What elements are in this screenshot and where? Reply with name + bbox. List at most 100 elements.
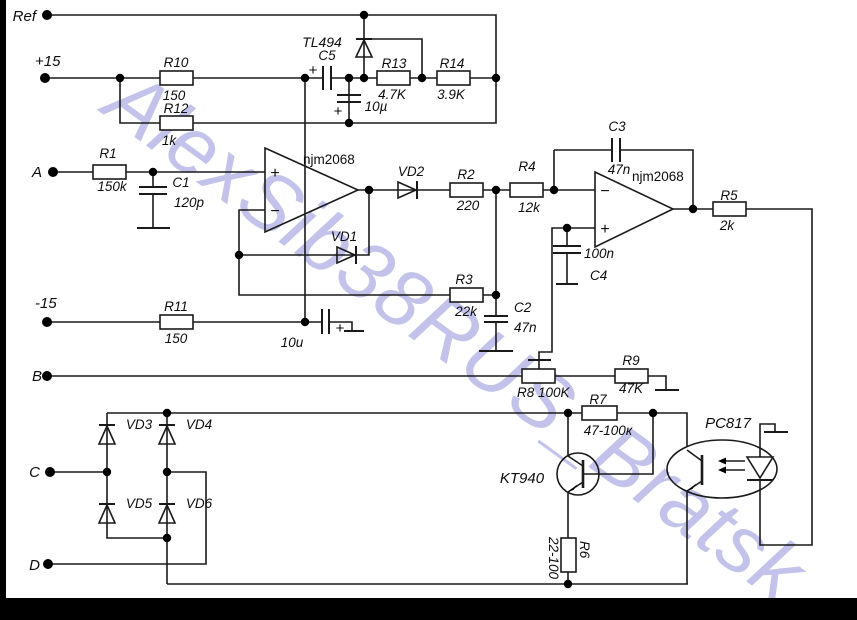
label-r1-ref: R1: [99, 146, 116, 161]
led-triangle: [745, 456, 775, 480]
junction: [162, 408, 172, 418]
label-term-plus15: +15: [35, 53, 61, 70]
label-ic-njm2068-1: njm2068: [303, 152, 355, 167]
transistor-emitter-arrow: [568, 484, 577, 492]
capacitor-C2: [484, 315, 508, 323]
label-r2-ref: R2: [457, 167, 475, 182]
resistor-R10: [159, 70, 194, 86]
label-ic-tl494: TL494: [302, 34, 342, 50]
label-r2-val: 220: [456, 198, 480, 213]
label-opamp2-plus: +: [600, 221, 609, 238]
phototransistor-emitter-arrow: [687, 483, 696, 491]
label-opamp2-minus: −: [600, 183, 609, 200]
junction: [648, 408, 658, 418]
label-c10u-bot-plus: +: [336, 320, 345, 337]
label-c10u-top-plus: +: [334, 103, 343, 120]
resistor-R14: [436, 70, 471, 86]
resistor-R2: [449, 182, 484, 198]
label-term-c: C: [29, 464, 40, 481]
terminal-b: [42, 371, 52, 381]
resistor-R6: [560, 537, 577, 573]
diode-VD4: [157, 424, 177, 445]
label-c3-val: 47n: [608, 162, 631, 177]
label-r8-ref-val: R8 100K: [517, 385, 571, 400]
label-term-b: B: [32, 368, 42, 385]
label-vd5-ref: VD5: [126, 496, 153, 511]
junction: [344, 73, 354, 83]
diode-tl494: [354, 38, 374, 58]
label-vd6-ref: VD6: [186, 496, 213, 511]
label-r12-val: 1k: [162, 133, 178, 148]
resistor-R11: [159, 314, 194, 330]
junction: [417, 73, 427, 83]
label-opamp1-minus: −: [270, 203, 279, 220]
resistor-R9: [614, 368, 649, 384]
junction: [563, 579, 573, 589]
junction: [162, 533, 172, 543]
label-r10-val: 150: [163, 88, 186, 103]
label-r6-val: 22-100: [546, 536, 561, 580]
label-term-minus15: -15: [35, 295, 57, 312]
wires: [45, 14, 813, 585]
resistor-R13: [376, 70, 411, 86]
terminal-d: [43, 559, 53, 569]
diodes: [97, 38, 423, 524]
transistor-KT940: [556, 452, 600, 496]
label-term-a: A: [31, 164, 42, 181]
capacitor-C1: [139, 186, 167, 195]
resistor-R1: [92, 164, 127, 180]
junction: [491, 290, 501, 300]
label-r14-ref: R14: [440, 56, 465, 71]
junction: [344, 118, 354, 128]
label-c10u-bot-val: 10u: [281, 335, 304, 350]
terminal-a: [48, 167, 58, 177]
label-vd3-ref: VD3: [126, 417, 153, 432]
capacitors: [139, 66, 621, 334]
diode-VD1: [336, 245, 357, 265]
label-ic-pc817: PC817: [705, 415, 752, 432]
label-vd1-ref: VD1: [331, 229, 357, 244]
label-c1-ref: C1: [172, 175, 189, 190]
resistor-R12: [159, 115, 194, 131]
junction: [562, 223, 572, 233]
ground-symbols: [137, 227, 788, 433]
label-r4-val: 12k: [518, 200, 541, 215]
transistor-body: [556, 452, 600, 496]
label-c1-val: 120p: [174, 195, 205, 210]
label-r11-val: 150: [165, 331, 188, 346]
capacitor-10u-top: [337, 94, 361, 103]
diode-tl494-link: [368, 38, 423, 78]
optocoupler-PC817: [666, 439, 778, 499]
diode-VD6: [157, 503, 177, 524]
junction: [300, 73, 310, 83]
label-r5-val: 2k: [719, 218, 736, 233]
junction: [234, 250, 244, 260]
label-c4-val: 100n: [584, 246, 614, 261]
label-r7-ref: R7: [589, 392, 607, 407]
label-r9-ref: R9: [622, 353, 640, 368]
resistors: [92, 70, 747, 573]
label-c5-ref: C5: [318, 48, 336, 63]
label-r14-val: 3.9K: [437, 87, 466, 102]
terminal-c: [45, 467, 55, 477]
junction: [688, 204, 698, 214]
label-r13-ref: R13: [382, 56, 407, 71]
junction-dots: [40, 10, 698, 589]
junction: [359, 10, 369, 20]
label-c2-ref: C2: [514, 300, 532, 315]
resistor-R7: [581, 405, 618, 421]
diode-VD3: [97, 424, 117, 445]
label-term-ref: Ref: [13, 8, 38, 25]
junction: [162, 467, 172, 477]
junction: [364, 185, 374, 195]
resistor-R8-trimmer: [521, 368, 556, 384]
label-r13-val: 4.7K: [378, 87, 407, 102]
capacitor-10u-bottom: [321, 309, 330, 334]
junction: [148, 167, 158, 177]
junction: [563, 408, 573, 418]
optocoupler-body: [666, 439, 778, 499]
resistor-R4: [509, 182, 544, 198]
